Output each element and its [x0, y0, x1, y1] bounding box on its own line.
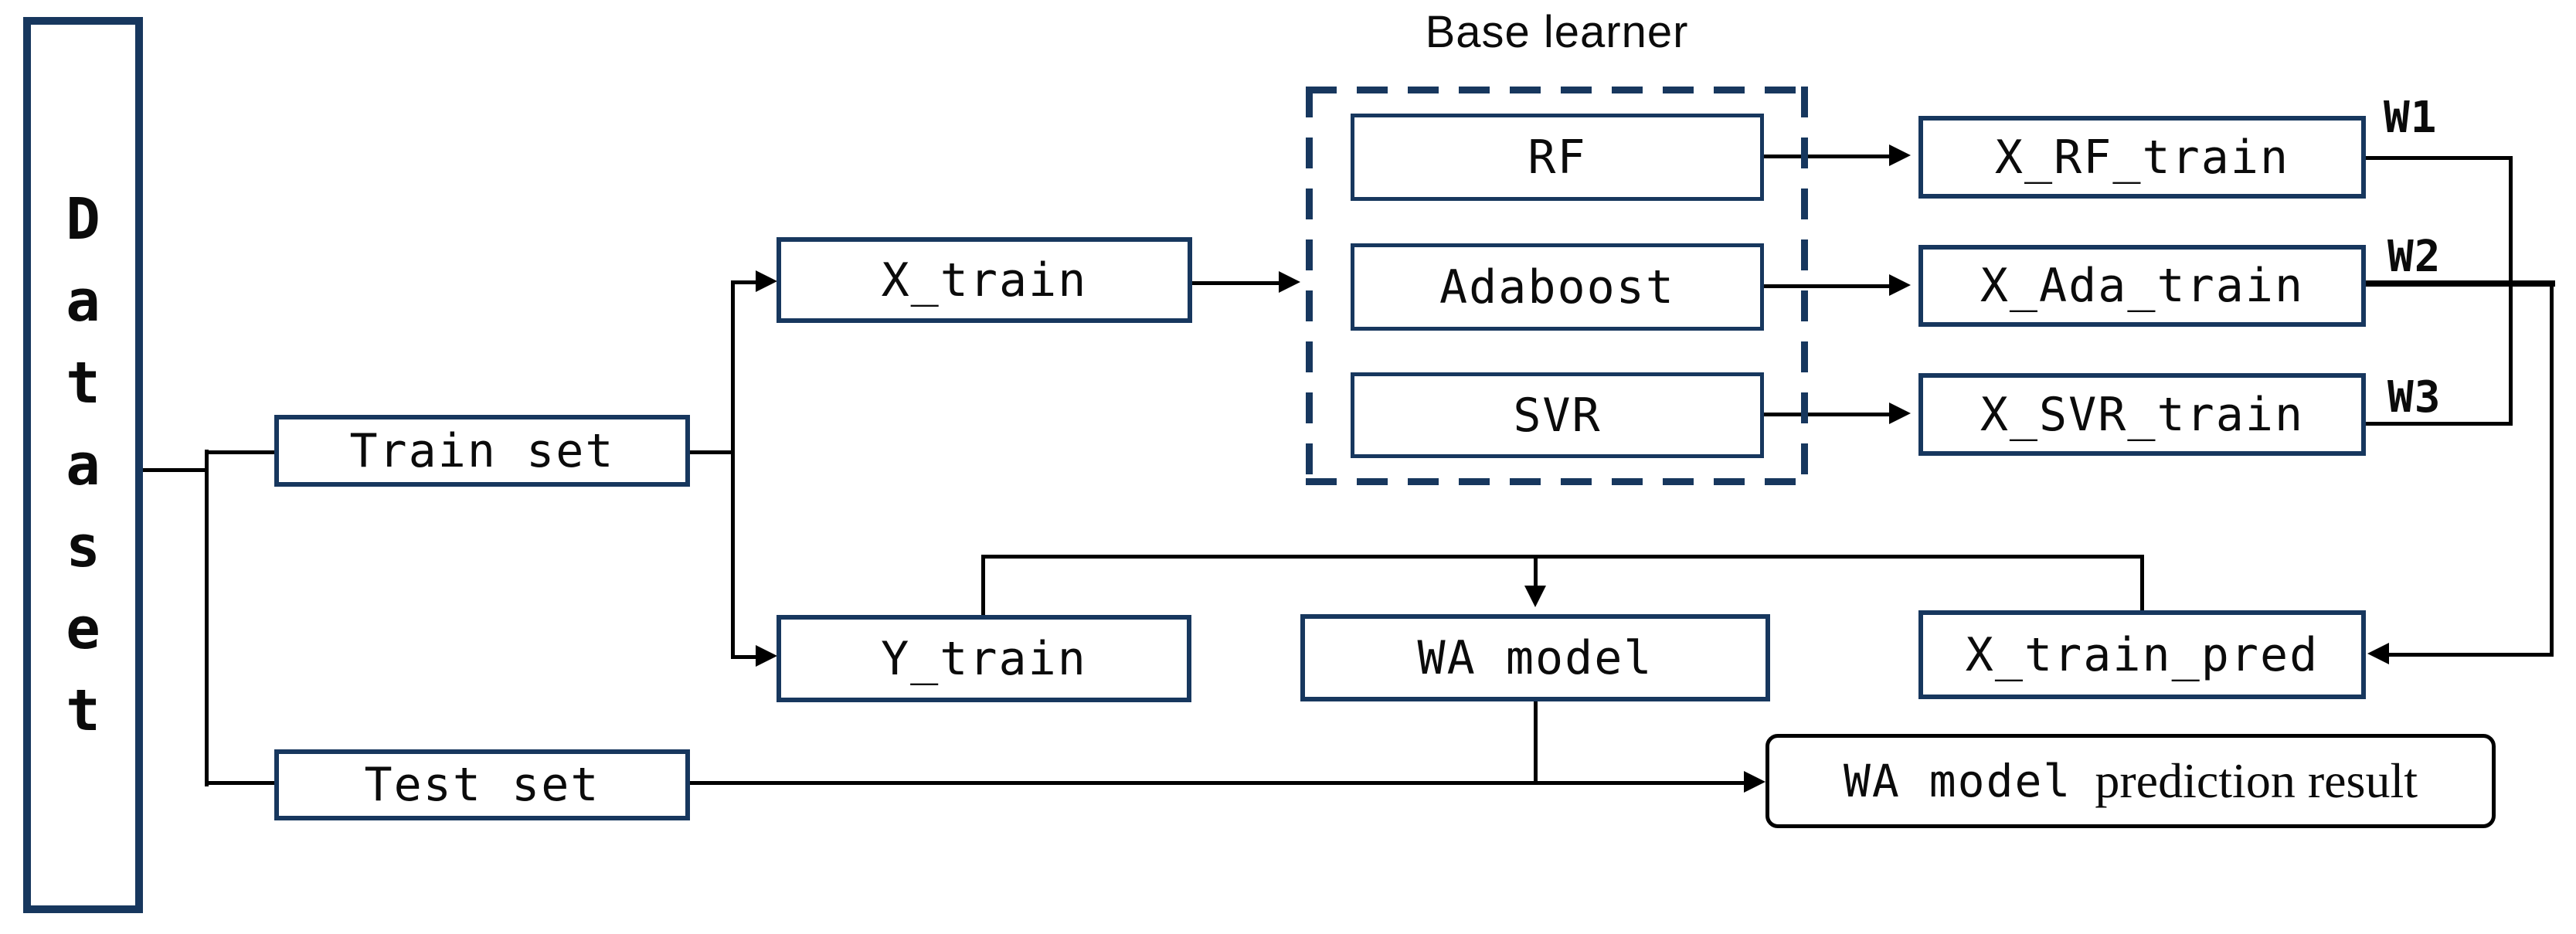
node-wa-model: WA model	[1300, 614, 1770, 701]
node-adaboost: Adaboost	[1351, 243, 1764, 331]
edge-wa-model-down	[1534, 701, 1538, 783]
node-test-set-label: Test set	[364, 758, 600, 812]
arrowhead-wa-model	[1524, 586, 1546, 607]
edge-w2-vertical	[2550, 280, 2554, 657]
node-x-train-label: X_train	[881, 253, 1088, 307]
group-border-right	[1801, 87, 1808, 485]
node-train-set: Train set	[274, 415, 690, 487]
edge-test-set-out	[688, 781, 1745, 785]
edge-x-train-to-base-learner	[1191, 281, 1280, 285]
node-x-rf-train-label: X_RF_train	[1994, 130, 2290, 185]
edge-w3	[2364, 422, 2513, 426]
node-y-train-label: Y_train	[881, 631, 1087, 686]
weight-label-w2: W2	[2387, 232, 2442, 282]
arrowhead-x-ada-train	[1889, 274, 1911, 296]
arrowhead-y-train	[756, 645, 777, 667]
node-rf: RF	[1351, 114, 1764, 201]
arrowhead-x-train	[756, 270, 777, 292]
edge-adaboost-out	[1762, 284, 1891, 288]
node-svr: SVR	[1351, 372, 1764, 458]
node-prediction-result-model-label: WA model	[1843, 755, 2072, 807]
node-x-ada-train: X_Ada_train	[1918, 245, 2366, 327]
node-svr-label: SVR	[1513, 388, 1602, 443]
arrowhead-base-learner	[1279, 271, 1300, 293]
node-x-svr-train-label: X_SVR_train	[1980, 387, 2305, 442]
weight-label-w3: W3	[2387, 372, 2442, 423]
edge-w2	[2364, 280, 2555, 287]
node-train-set-label: Train set	[349, 423, 615, 478]
node-x-train: X_train	[777, 237, 1192, 323]
node-dataset-label: Dataset	[66, 186, 100, 744]
edge-merge-horizontal	[983, 555, 2144, 559]
edge-dataset-out	[141, 468, 209, 472]
node-x-svr-train: X_SVR_train	[1918, 373, 2366, 456]
node-x-rf-train: X_RF_train	[1918, 116, 2366, 199]
node-prediction-result-rest-label: prediction result	[2095, 753, 2418, 808]
arrowhead-x-train-pred	[2367, 643, 2389, 664]
edge-to-test-set	[206, 781, 277, 785]
base-learner-title: Base learner	[1425, 7, 1689, 57]
weight-label-w1: W1	[2384, 93, 2438, 143]
group-border-bottom	[1306, 478, 1808, 485]
node-test-set: Test set	[274, 749, 690, 820]
edge-w1-w3-vertical	[2509, 156, 2513, 426]
edge-rf-out	[1762, 155, 1891, 158]
node-x-train-pred: X_train_pred	[1918, 610, 2366, 699]
edge-y-train-up	[981, 555, 985, 616]
base-learner-group	[1306, 87, 1808, 485]
edge-to-x-train	[732, 280, 757, 284]
edge-train-set-out	[688, 450, 735, 454]
node-x-ada-train-label: X_Ada_train	[1980, 259, 2305, 313]
arrowhead-x-rf-train	[1889, 144, 1911, 166]
edge-x-train-pred-up	[2140, 555, 2144, 612]
group-border-top	[1306, 87, 1808, 93]
arrowhead-x-svr-train	[1889, 402, 1911, 424]
edge-to-x-train-pred	[2389, 653, 2554, 657]
node-y-train: Y_train	[777, 615, 1191, 702]
group-border-left	[1306, 87, 1313, 485]
node-wa-model-label: WA model	[1417, 630, 1653, 685]
node-rf-label: RF	[1528, 130, 1587, 185]
arrowhead-result	[1744, 771, 1765, 793]
edge-to-train-set	[206, 450, 277, 454]
node-prediction-result: WA model prediction result	[1765, 734, 2496, 828]
edge-w1	[2364, 156, 2513, 160]
edge-to-wa-model	[1534, 556, 1538, 587]
edge-train-split	[731, 280, 735, 659]
node-adaboost-label: Adaboost	[1439, 260, 1675, 314]
node-x-train-pred-label: X_train_pred	[1965, 627, 2319, 682]
edge-to-y-train	[732, 655, 757, 659]
edge-svr-out	[1762, 413, 1891, 416]
node-dataset: Dataset	[23, 17, 143, 913]
edge-dataset-bracket	[205, 450, 209, 786]
